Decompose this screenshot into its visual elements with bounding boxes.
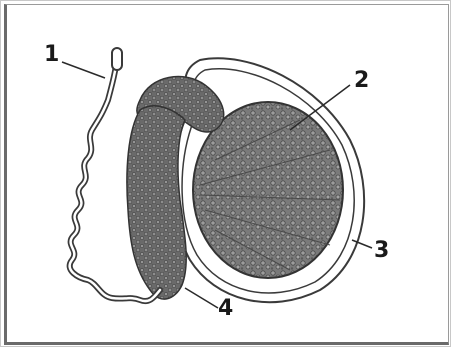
epididymis-body — [127, 106, 186, 299]
label-3: 3 — [374, 240, 389, 262]
label-1: 1 — [44, 44, 59, 66]
label-4: 4 — [218, 298, 233, 320]
label-2: 2 — [354, 70, 369, 92]
leader-1 — [62, 62, 105, 78]
leader-4 — [185, 288, 218, 308]
leader-2 — [290, 85, 350, 130]
vas-end — [112, 48, 122, 70]
